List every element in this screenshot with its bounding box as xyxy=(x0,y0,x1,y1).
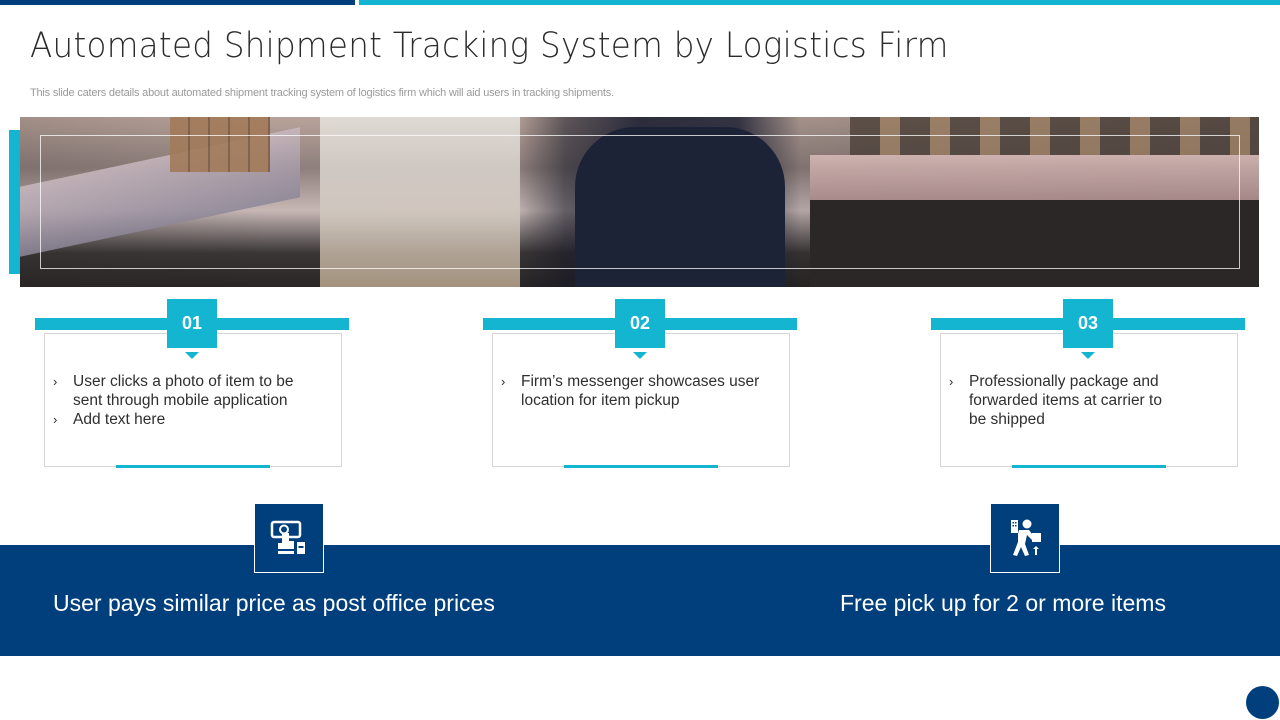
step-bullet-list: ›Firm’s messenger showcases user locatio… xyxy=(501,372,766,410)
cash-payment-icon xyxy=(270,520,305,554)
slide-subtitle: This slide caters details about automate… xyxy=(30,87,614,99)
chevron-right-icon: › xyxy=(53,412,58,427)
highlight-icon-box-1 xyxy=(254,503,324,573)
step-bullet-list: ›Professionally package and forwarded it… xyxy=(949,372,1174,429)
step-number-badge: 01 xyxy=(167,299,217,348)
caret-down-icon xyxy=(1081,352,1095,359)
step-bullet: ›Professionally package and forwarded it… xyxy=(949,373,1162,428)
highlights-band xyxy=(0,545,1280,656)
step-bullet: ›Add text here xyxy=(53,411,166,428)
highlight-text-2: Free pick up for 2 or more items xyxy=(840,590,1166,616)
hero-warehouse-image xyxy=(20,117,1259,287)
hero-accent-bar xyxy=(9,130,20,274)
step-card-03: 03 ›Professionally package and forwarded… xyxy=(931,299,1245,469)
slide-title: Automated Shipment Tracking System by Lo… xyxy=(30,26,949,66)
chevron-right-icon: › xyxy=(949,374,954,389)
step-underline xyxy=(1012,465,1166,468)
step-number-badge: 03 xyxy=(1063,299,1113,348)
step-card-box xyxy=(44,333,342,467)
step-bullet: ›Firm’s messenger showcases user locatio… xyxy=(501,373,760,409)
step-bullet: ›User clicks a photo of item to be sent … xyxy=(53,373,294,409)
top-accent-bar-navy xyxy=(0,0,355,5)
hero-frame-outline xyxy=(40,135,1240,269)
chevron-right-icon: › xyxy=(53,374,58,389)
highlight-icon-box-2 xyxy=(990,503,1060,573)
caret-down-icon xyxy=(633,352,647,359)
caret-down-icon xyxy=(185,352,199,359)
highlight-text-1: User pays similar price as post office p… xyxy=(53,590,495,616)
step-underline xyxy=(564,465,718,468)
step-card-02: 02 ›Firm’s messenger showcases user loca… xyxy=(483,299,797,469)
step-bullet-list: ›User clicks a photo of item to be sent … xyxy=(53,372,318,429)
step-card-01: 01 ›User clicks a photo of item to be se… xyxy=(35,299,349,469)
step-underline xyxy=(116,465,270,468)
corner-dot xyxy=(1246,686,1279,719)
step-number-badge: 02 xyxy=(615,299,665,348)
delivery-worker-lifting-box-icon xyxy=(1011,519,1041,556)
chevron-right-icon: › xyxy=(501,374,506,389)
top-accent-bar-cyan xyxy=(359,0,1280,5)
